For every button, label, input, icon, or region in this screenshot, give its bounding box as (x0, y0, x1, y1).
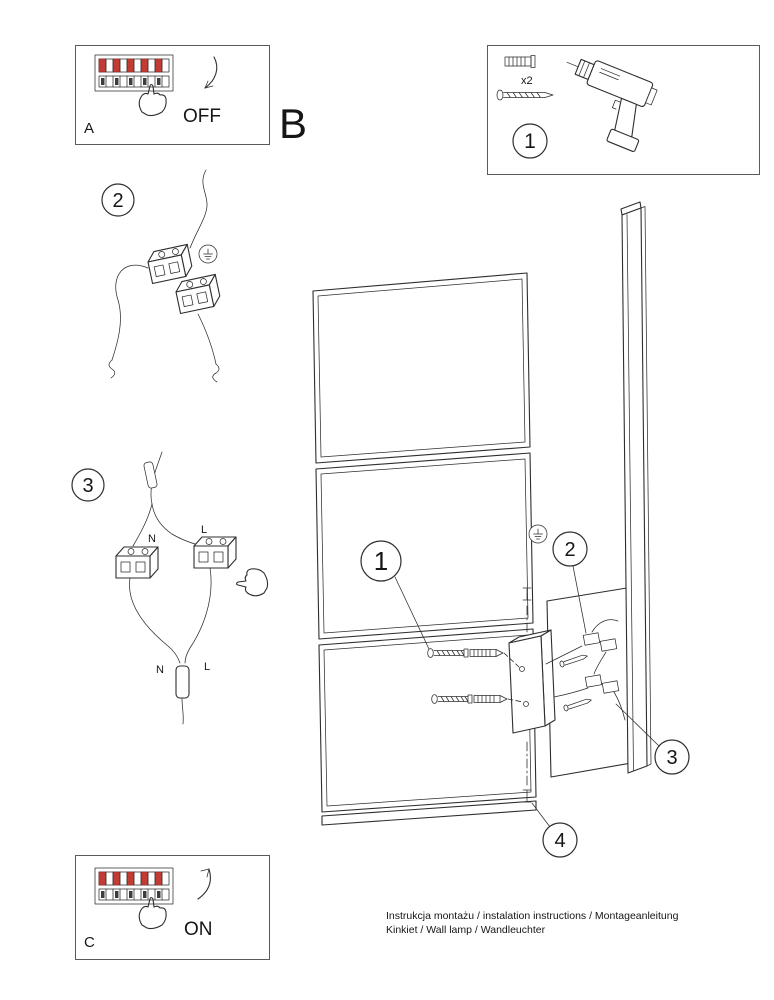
axis-mark-bottom (522, 789, 532, 803)
callout-circle-3 (71, 468, 105, 502)
ground-symbol-icon (198, 244, 218, 264)
parts-box: x2 1 (487, 45, 760, 175)
wall-panel-middle (315, 452, 534, 640)
wall-panel-bottom (318, 628, 537, 813)
curved-arrow-icon (204, 56, 218, 89)
callout-circle-step1 (360, 540, 402, 582)
callout-circle-step2 (552, 531, 588, 567)
callout-circle-2 (101, 183, 135, 217)
leader-line-3 (615, 703, 660, 747)
neutral-label-bottom: N (156, 664, 164, 676)
lamp-bar (621, 207, 648, 774)
wire (151, 503, 199, 546)
circuit-breaker-icon (94, 54, 174, 92)
figure-3-number: 3 (82, 475, 93, 497)
wire (129, 577, 181, 664)
ground-symbol-icon (528, 524, 548, 544)
wire (189, 169, 208, 249)
panel-c: ON C (75, 855, 270, 960)
curved-arrow-icon (197, 868, 211, 900)
wire (613, 691, 626, 721)
wire (181, 697, 184, 725)
bracket-front (508, 635, 546, 734)
terminal-connector-icon (145, 243, 195, 285)
assembly-diagram: 1 2 3 4 (312, 201, 690, 858)
wire (197, 313, 217, 365)
terminal-connector-icon (115, 546, 159, 579)
connector-small (599, 638, 618, 652)
wire (591, 619, 619, 633)
terminal-connector-icon (193, 536, 237, 569)
wire-stripped-end (108, 359, 116, 379)
wall-panel-top-inner (317, 278, 526, 458)
connector-small (601, 680, 620, 694)
step-3-number: 3 (666, 747, 677, 769)
connector-small (584, 674, 603, 688)
small-screw-icon (562, 697, 593, 712)
axis-mark-top (522, 587, 532, 601)
wall-panel-bottom-inner (323, 634, 532, 807)
cable-sheath (175, 665, 190, 699)
panel-a: OFF A (75, 45, 270, 145)
wire (553, 687, 589, 698)
dowel-quantity-label: x2 (521, 75, 533, 87)
leader-line-1 (394, 576, 430, 650)
cable-sheath (143, 461, 158, 489)
circuit-breaker-icon (94, 867, 174, 905)
step-2-number: 2 (564, 539, 575, 561)
switch-off-label: OFF (183, 106, 221, 127)
panel-a-label: A (84, 120, 94, 137)
wire (184, 567, 212, 664)
wire (132, 503, 153, 547)
drill-icon (566, 58, 658, 152)
footer: Instrukcja montażu / instalation instruc… (386, 910, 679, 936)
wire (111, 264, 149, 361)
step-1-number: 1 (374, 546, 388, 576)
step-4-number: 4 (554, 830, 565, 852)
section-b-label: B (279, 100, 307, 147)
leader-line-2 (572, 565, 587, 634)
connector-small (582, 632, 601, 646)
figure-2-number: 2 (112, 190, 123, 212)
leader-dashed (507, 698, 524, 703)
arrow-head (200, 868, 210, 878)
callout-circle-step3 (654, 739, 690, 775)
wall-panel-top (312, 272, 531, 464)
wall-panel-base (321, 800, 537, 826)
leader-dashed (503, 652, 520, 668)
footer-line-1: Instrukcja montażu / instalation instruc… (386, 910, 679, 922)
switch-on-label: ON (184, 919, 213, 940)
lamp-edge (626, 214, 634, 771)
panel-c-label: C (84, 934, 95, 951)
wire-stripped-end (212, 363, 220, 383)
live-label-bottom: L (204, 661, 210, 673)
neutral-label-top: N (148, 533, 156, 545)
screw-icon (496, 89, 554, 101)
footer-line-2: Kinkiet / Wall lamp / Wandleuchter (386, 924, 546, 936)
hand-icon (235, 568, 269, 597)
bracket-hole (523, 701, 529, 707)
small-screw-icon (558, 653, 589, 668)
leader-line-4 (531, 802, 551, 828)
lamp-side (640, 206, 652, 767)
wire (593, 651, 607, 675)
wall-panel-middle-inner (320, 458, 529, 634)
callout-circle-parts (512, 123, 548, 159)
live-label-top: L (201, 524, 207, 536)
wiring-figure-bottom: 3 N L N L (71, 451, 269, 725)
parts-callout-number: 1 (524, 130, 536, 153)
arrow-head (204, 80, 214, 89)
wire (545, 645, 583, 665)
wiring-figure-top: 2 (101, 169, 223, 383)
bracket-hole (519, 666, 525, 672)
terminal-connector-icon (173, 273, 223, 315)
callout-circle-step4 (542, 822, 578, 858)
wall-plug-icon (504, 55, 536, 68)
